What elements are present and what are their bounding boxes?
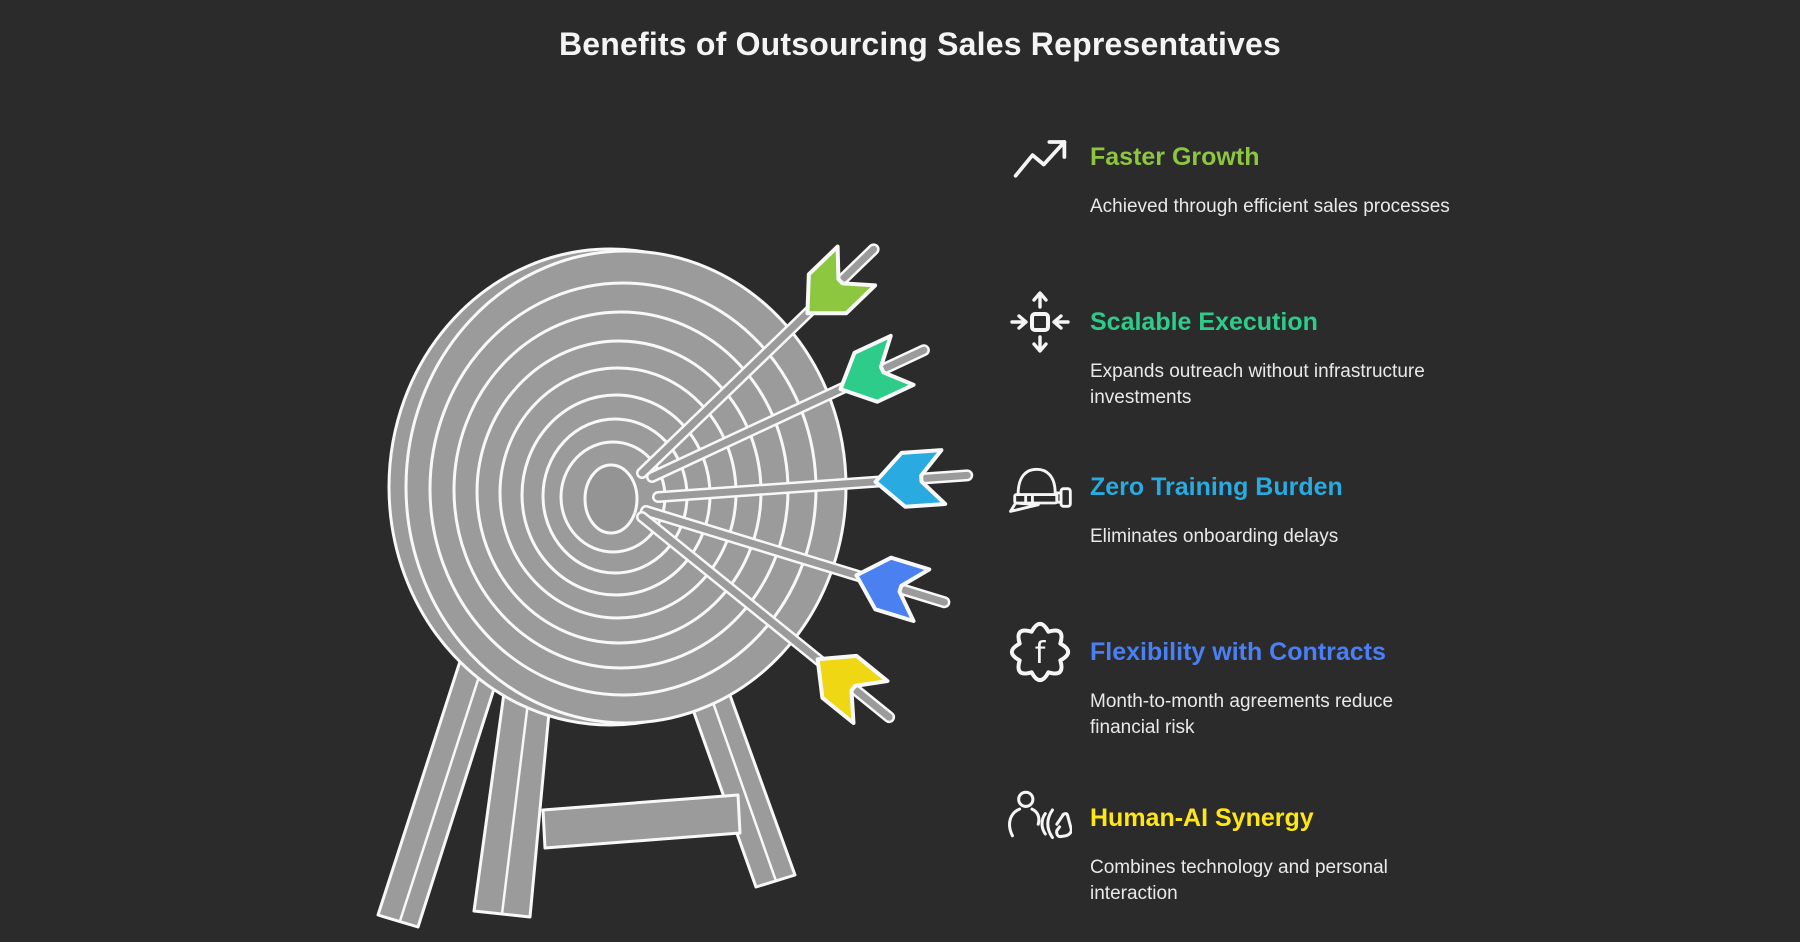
icon-box [1008,290,1072,354]
human-ai-interaction-icon [1008,790,1072,840]
item-description: Eliminates onboarding delays [1090,524,1508,550]
description-line: Eliminates onboarding delays [1090,526,1339,547]
item-heading: Human-AI Synergy [1090,804,1314,832]
board-bullseye [583,463,639,535]
fletching-cyan [873,448,948,509]
arrow-blue [640,505,951,624]
description-line: Expands outreach without infrastructure [1090,361,1425,382]
expand-scale-icon [1010,291,1070,353]
training-helmet-icon [1009,467,1072,513]
item-description: Achieved through efficient sales process… [1090,194,1508,220]
arrow-cyan [652,448,974,509]
target-arrows [636,243,974,726]
icon-box [1008,455,1072,519]
arrow-emerald [646,333,930,483]
icon-box [1008,125,1072,189]
benefit-item-flexibility-with-contracts: f Flexibility with Contracts Month-to-mo… [1008,620,1508,741]
item-description: Combines technology and personal interac… [1090,855,1508,907]
description-line: interaction [1090,883,1178,904]
item-header: f Flexibility with Contracts [1008,620,1508,684]
fletching-blue [854,555,932,624]
benefit-item-faster-growth: Faster Growth Achieved through efficient… [1008,125,1508,220]
item-header: Zero Training Burden [1008,455,1508,519]
benefit-item-zero-training-burden: Zero Training Burden Eliminates onboardi… [1008,455,1508,550]
item-description: Expands outreach without infrastructure … [1090,359,1508,411]
arrow-lime [636,243,880,479]
item-heading: Flexibility with Contracts [1090,638,1386,666]
fletching-lime [805,244,878,316]
trending-up-icon [1013,140,1067,178]
page-title: Benefits of Outsourcing Sales Representa… [558,26,1282,62]
description-line: financial risk [1090,717,1195,738]
fletching-emerald [838,333,916,404]
target-board [387,247,848,727]
board-rings [428,281,818,697]
description-line: Month-to-month agreements reduce [1090,691,1394,712]
item-description: Month-to-month agreements reduce financi… [1090,689,1508,741]
description-line: investments [1090,387,1192,408]
gear-f-icon: f [1009,621,1071,683]
benefit-item-scalable-execution: Scalable Execution Expands outreach with… [1008,290,1508,411]
icon-box: f [1008,620,1072,684]
fletching-yellow [815,653,890,726]
description-line: Combines technology and personal [1090,857,1388,878]
item-header: Human-AI Synergy [1008,786,1508,850]
item-heading: Faster Growth [1090,143,1260,171]
benefit-item-human-ai-synergy: Human-AI Synergy Combines technology and… [1008,786,1508,907]
item-header: Faster Growth [1008,125,1508,189]
description-line: Achieved through efficient sales process… [1090,196,1450,217]
target-illustration [376,243,974,929]
gear-letter-f: f [1035,636,1047,671]
arrow-yellow [636,511,896,726]
icon-box [1008,786,1072,850]
item-heading: Scalable Execution [1090,308,1318,336]
stand-crossbar [541,793,742,850]
item-header: Scalable Execution [1008,290,1508,354]
item-heading: Zero Training Burden [1090,473,1343,501]
